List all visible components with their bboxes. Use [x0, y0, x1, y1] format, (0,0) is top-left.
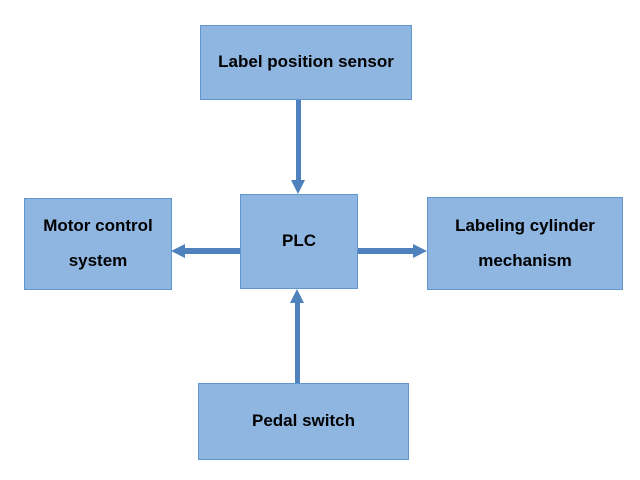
- node-motor-control-system-label: Motor control system: [43, 216, 153, 270]
- node-motor-control-system: Motor control system: [24, 198, 172, 290]
- node-plc: PLC: [240, 194, 358, 289]
- arrow-plc-to-cylinder-arrowhead-icon: [413, 244, 427, 258]
- node-pedal-switch: Pedal switch: [198, 383, 409, 460]
- arrow-plc-to-motor-arrowhead-icon: [171, 244, 185, 258]
- arrow-plc-to-cylinder-shaft: [358, 248, 413, 254]
- node-plc-label: PLC: [282, 231, 316, 251]
- arrow-plc-to-motor-shaft: [185, 248, 240, 254]
- node-label-position-sensor-label: Label position sensor: [218, 52, 394, 72]
- arrow-sensor-to-plc-shaft: [296, 100, 301, 181]
- node-labeling-cylinder-mechanism-label: Labeling cylinder mechanism: [455, 215, 595, 270]
- node-labeling-cylinder-mechanism: Labeling cylinder mechanism: [427, 197, 623, 290]
- arrow-pedal-to-plc-arrowhead-icon: [290, 289, 304, 303]
- arrow-pedal-to-plc-shaft: [295, 303, 300, 383]
- arrow-sensor-to-plc-arrowhead-icon: [291, 180, 305, 194]
- node-pedal-switch-label: Pedal switch: [252, 411, 355, 431]
- node-label-position-sensor: Label position sensor: [200, 25, 412, 100]
